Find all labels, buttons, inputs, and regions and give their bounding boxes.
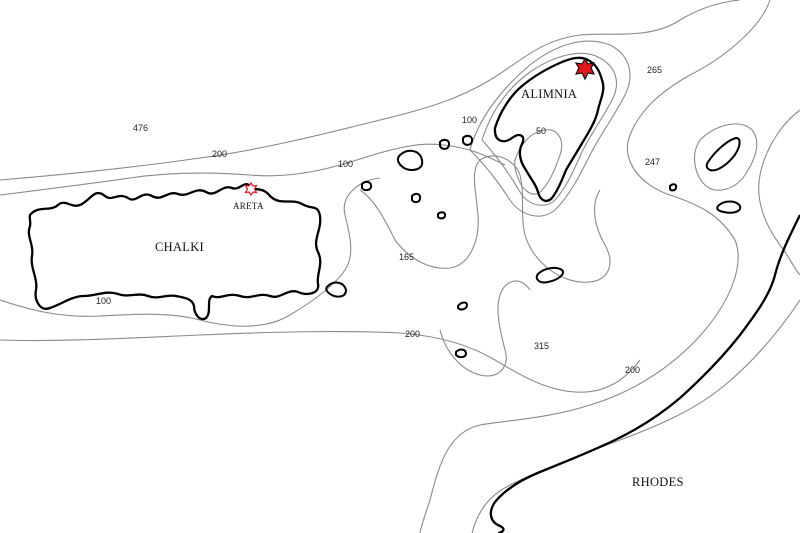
islet-7 — [325, 281, 348, 298]
depth-315: 315 — [534, 341, 550, 351]
islet-9 — [457, 301, 469, 311]
contour-alimnia-mid — [481, 52, 618, 206]
islets — [325, 134, 742, 359]
areta-marker — [244, 181, 258, 197]
contour-100-chalki-south — [0, 177, 381, 327]
islet-2 — [439, 138, 451, 150]
islet-10 — [455, 348, 468, 359]
islet-13 — [716, 200, 742, 214]
contour-east-rhodes — [758, 109, 800, 276]
contour-200-north — [0, 0, 741, 181]
islet-5 — [411, 192, 422, 204]
rhodes-coast — [489, 214, 800, 533]
contour-165-basin — [359, 155, 611, 283]
alimnia-island — [493, 56, 605, 202]
depth-165: 165 — [399, 252, 415, 262]
contour-rhodes-shelf — [471, 299, 800, 533]
alimnia-marker — [574, 57, 596, 81]
contour-label-100-alimnia: 100 — [462, 115, 478, 125]
islet-1 — [396, 149, 424, 171]
coastlines — [27, 56, 800, 533]
contour-label-100-chalki: 100 — [96, 296, 112, 306]
outline-red-star-icon — [244, 181, 258, 197]
islet-3 — [462, 134, 474, 146]
depth-50: 50 — [536, 126, 547, 136]
contour-label-200-south: 200 — [405, 329, 421, 339]
depth-265: 265 — [647, 65, 663, 75]
islet-12 — [669, 183, 678, 192]
islet-4 — [361, 180, 373, 192]
contour-315-basin — [439, 280, 531, 377]
contour-label-200-east: 200 — [625, 365, 641, 375]
chalki-label: CHALKI — [155, 240, 205, 254]
depth-247: 247 — [645, 157, 661, 167]
contour-100-chalki — [0, 143, 506, 196]
contour-200-south — [0, 330, 641, 393]
contour-200-north-outer — [419, 0, 771, 533]
contour-label-100-mid: 100 — [338, 159, 354, 169]
chalki-island — [27, 183, 322, 321]
depth-476: 476 — [133, 123, 149, 133]
islet-11 — [705, 136, 741, 172]
contour-alimnia-outer — [469, 40, 631, 217]
filled-red-star-icon — [574, 57, 596, 81]
rhodes-label: RHODES — [632, 475, 684, 489]
contour-50-alimnia — [514, 129, 563, 195]
contour-label-200-west: 200 — [212, 149, 228, 159]
islet-8 — [535, 266, 564, 284]
contour-east-inner — [694, 123, 758, 191]
islet-6 — [437, 211, 447, 220]
alimnia-label: ALIMNIA — [521, 87, 578, 101]
areta-label: ARETA — [233, 201, 264, 211]
